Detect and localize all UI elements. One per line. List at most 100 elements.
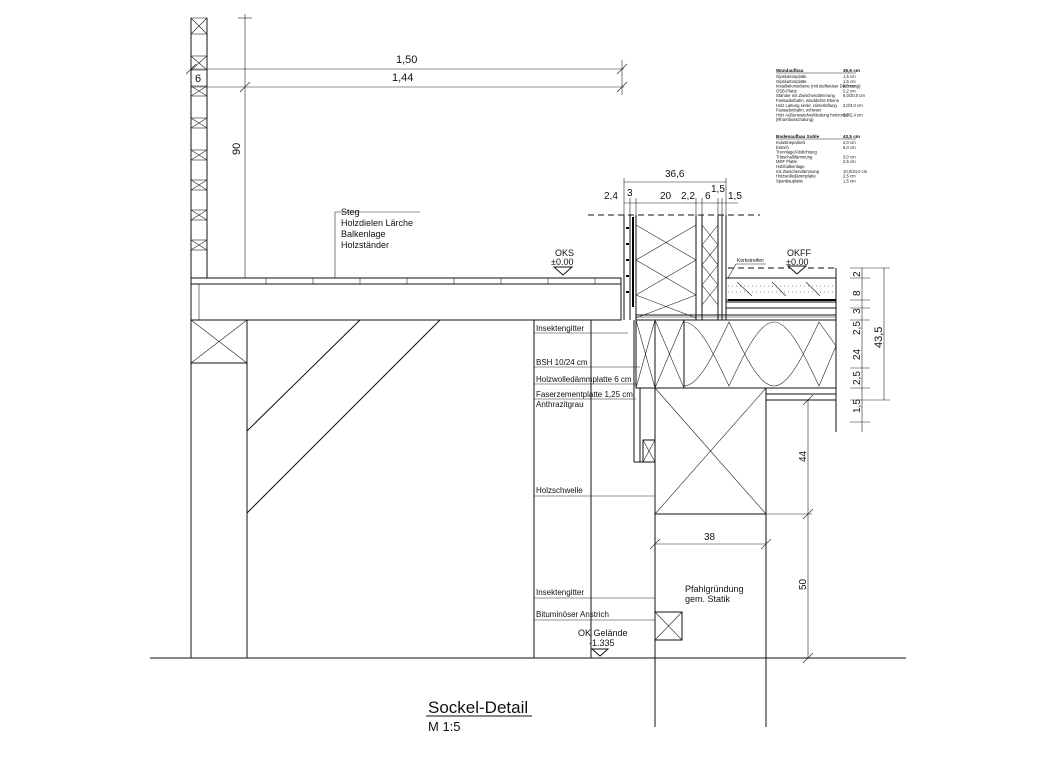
dim-wall-layer-7: 1,5 (728, 191, 742, 202)
legend-row-thickness: 3,0/3,0 cm (843, 103, 863, 108)
legend-row-layer: Holz Außenwandverkleidung horizontal (776, 112, 848, 117)
legend-row-layer: Trennlage/Abdichtung (776, 150, 817, 155)
legend-wall-total: 36,6 cm (843, 68, 860, 73)
dim-foundation-height: 50 (798, 578, 809, 590)
dim-wall-layer-4: 2,2 (681, 191, 695, 202)
dim-floor-layer-6: 2,5 (852, 371, 863, 385)
label-bsh: BSH 10/24 cm (536, 358, 588, 367)
legend-row-layer: Fassadenbahn, winddichte Ebene (776, 98, 840, 103)
legend-floor-total: 43,5 cm (843, 134, 860, 139)
dim-railing-inner: 1,44 (392, 72, 413, 84)
floor-buildup (633, 267, 837, 463)
annotation-insektengitter-bottom: Insektengitter (534, 588, 655, 599)
legend-row-thickness: 6,0/20,0 cm (843, 93, 865, 98)
ground-level-value: -1.335 (589, 638, 615, 648)
dim-wall-total: 36,6 (665, 169, 685, 180)
dim-floor-layer-7: 1,5 (852, 399, 863, 413)
level-oks: OKS ±0.00 (551, 248, 574, 276)
legend-row-thickness: 2,2 cm (843, 88, 856, 93)
drawing-title: Sockel-Detail (428, 698, 528, 717)
legend-row-thickness: 2,0 cm (843, 140, 856, 145)
legend-row-thickness: 2,5 cm (843, 159, 856, 164)
label-holzwolle: Holzwolledämmplatte 6 cm (536, 375, 632, 384)
title-block: Sockel-Detail M 1:5 (426, 698, 532, 734)
legend-row-layer: Holzbalkenlage (776, 164, 805, 169)
legend-row-layer: MDF Platte (776, 159, 798, 164)
legend-row-layer: Holzwolledämmplatte (776, 174, 816, 179)
label-bitumen: Bituminöser Anstrich (536, 610, 609, 619)
legend-row-layer: Installationsebene (mit stellweiser Dämm… (776, 84, 861, 89)
dim-floor-layer-5: 24 (852, 348, 863, 360)
legend-row-thickness: 1,5 cm (843, 178, 856, 183)
dim-wall-layer-2: 3 (627, 188, 633, 199)
legend-row-thickness: 10,0/24,0 cm (843, 169, 868, 174)
oks-value: ±0.00 (551, 257, 573, 267)
legend-row-layer: Gipskartonplatte (776, 74, 807, 79)
ground-level-label: OK Gelände (578, 628, 628, 638)
dim-railing-offset: 6 (195, 73, 201, 85)
legend-row-thickness: 2,5 cm (843, 174, 856, 179)
legend-row-layer: (Rhombusschalung) (776, 117, 814, 122)
dim-floor-layer-3: 3 (852, 308, 863, 314)
label-pfahl-2: gem. Statik (685, 594, 731, 604)
label-insektengitter-bottom: Insektengitter (536, 588, 584, 597)
label-faserzement-color: Anthrazitgrau (536, 400, 584, 409)
dim-beam-height: 44 (798, 450, 809, 462)
okff-value: ±0.00 (786, 257, 808, 267)
legend-row-thickness: 3,0/2,4 cm (843, 112, 863, 117)
railing-dimensions: 1,50 1,44 6 90 (185, 14, 628, 279)
level-okff: OKFF ±0.00 (786, 248, 812, 275)
drawing-scale: M 1:5 (428, 719, 461, 734)
legend-wall-header: Wandaufbau (776, 68, 804, 73)
legend-row-layer: Industrieparkett (776, 140, 806, 145)
legend-row-layer: Holz Lattung senkr. Hinterlüftung (776, 103, 837, 108)
dim-wall-layer-6: 1,5 (711, 184, 725, 195)
ground: OK Gelände -1.335 (150, 628, 906, 659)
dim-floor-layer-2: 8 (852, 290, 863, 296)
dim-floor-total: 43,5 (873, 327, 885, 348)
annotation-steg: Steg Holzdielen Lärche Balkenlage Holzst… (334, 207, 420, 278)
dim-wall-layer-5: 6 (705, 191, 711, 202)
legend-row-thickness: 6,0 cm (843, 145, 856, 150)
floor-dimensions: 2 8 3 2,5 24 2,5 1,5 43,5 (850, 267, 890, 432)
foundation: 38 44 50 Pfahlgründung gem. Statik (649, 387, 814, 727)
dim-railing-outer: 1,50 (396, 54, 417, 66)
dim-railing-height: 90 (231, 143, 243, 155)
label-faserzement: Faserzementplatte 1,25 cm (536, 390, 633, 399)
legend-row-layer: Spanbauplatte (776, 178, 804, 183)
legend-wall: Wandaufbau 36,6 cm Gipskartonplatte 1,5 c… (776, 68, 865, 122)
okff-label: OKFF (787, 248, 812, 258)
label-holzdielen: Holzdielen Lärche (341, 218, 413, 228)
wall-dimensions: 36,6 2,4 3 20 2,2 6 1,5 1,5 (604, 169, 742, 215)
annotation-holzschwelle: Holzschwelle (534, 486, 655, 497)
dim-wall-layer-1: 2,4 (604, 191, 618, 202)
label-steg: Steg (341, 207, 360, 217)
legend-row-layer: Trittschalldämmung (776, 154, 813, 159)
exterior-wall (588, 214, 760, 320)
legend-row-layer: Gipskartonplatte (776, 79, 807, 84)
annotation-korkstreifen: Korkstreifen (727, 258, 766, 279)
deck (190, 277, 622, 658)
legend-row-layer: mit Zwischendämmung (776, 169, 820, 174)
dim-wall-layer-3: 20 (660, 191, 672, 202)
label-korkstreifen: Korkstreifen (737, 258, 764, 264)
annotation-bsh: BSH 10/24 cm (534, 358, 640, 368)
legend-row-thickness: 6,0 cm (843, 84, 856, 89)
oks-label: OKS (555, 248, 574, 258)
dim-beam-width: 38 (704, 532, 716, 543)
legend-row-thickness: 3,0 cm (843, 154, 856, 159)
legend-row-layer: Fassadenbahn, schwarz (776, 108, 821, 113)
dim-floor-layer-1: 2 (852, 271, 863, 277)
legend-row-thickness: 1,5 cm (843, 74, 856, 79)
label-insektengitter-top: Insektengitter (536, 324, 584, 333)
dim-floor-layer-4: 2,5 (852, 321, 863, 335)
legend-row-layer: Ständer mit Zwischendämmung (776, 93, 836, 98)
label-balkenlage: Balkenlage (341, 229, 386, 239)
annotation-bitumen: Bituminöser Anstrich (534, 610, 655, 621)
label-pfahl-1: Pfahlgründung (685, 584, 744, 594)
annotation-holzwolle: Holzwolledämmplatte 6 cm (534, 375, 636, 385)
label-holzschwelle: Holzschwelle (536, 486, 583, 495)
